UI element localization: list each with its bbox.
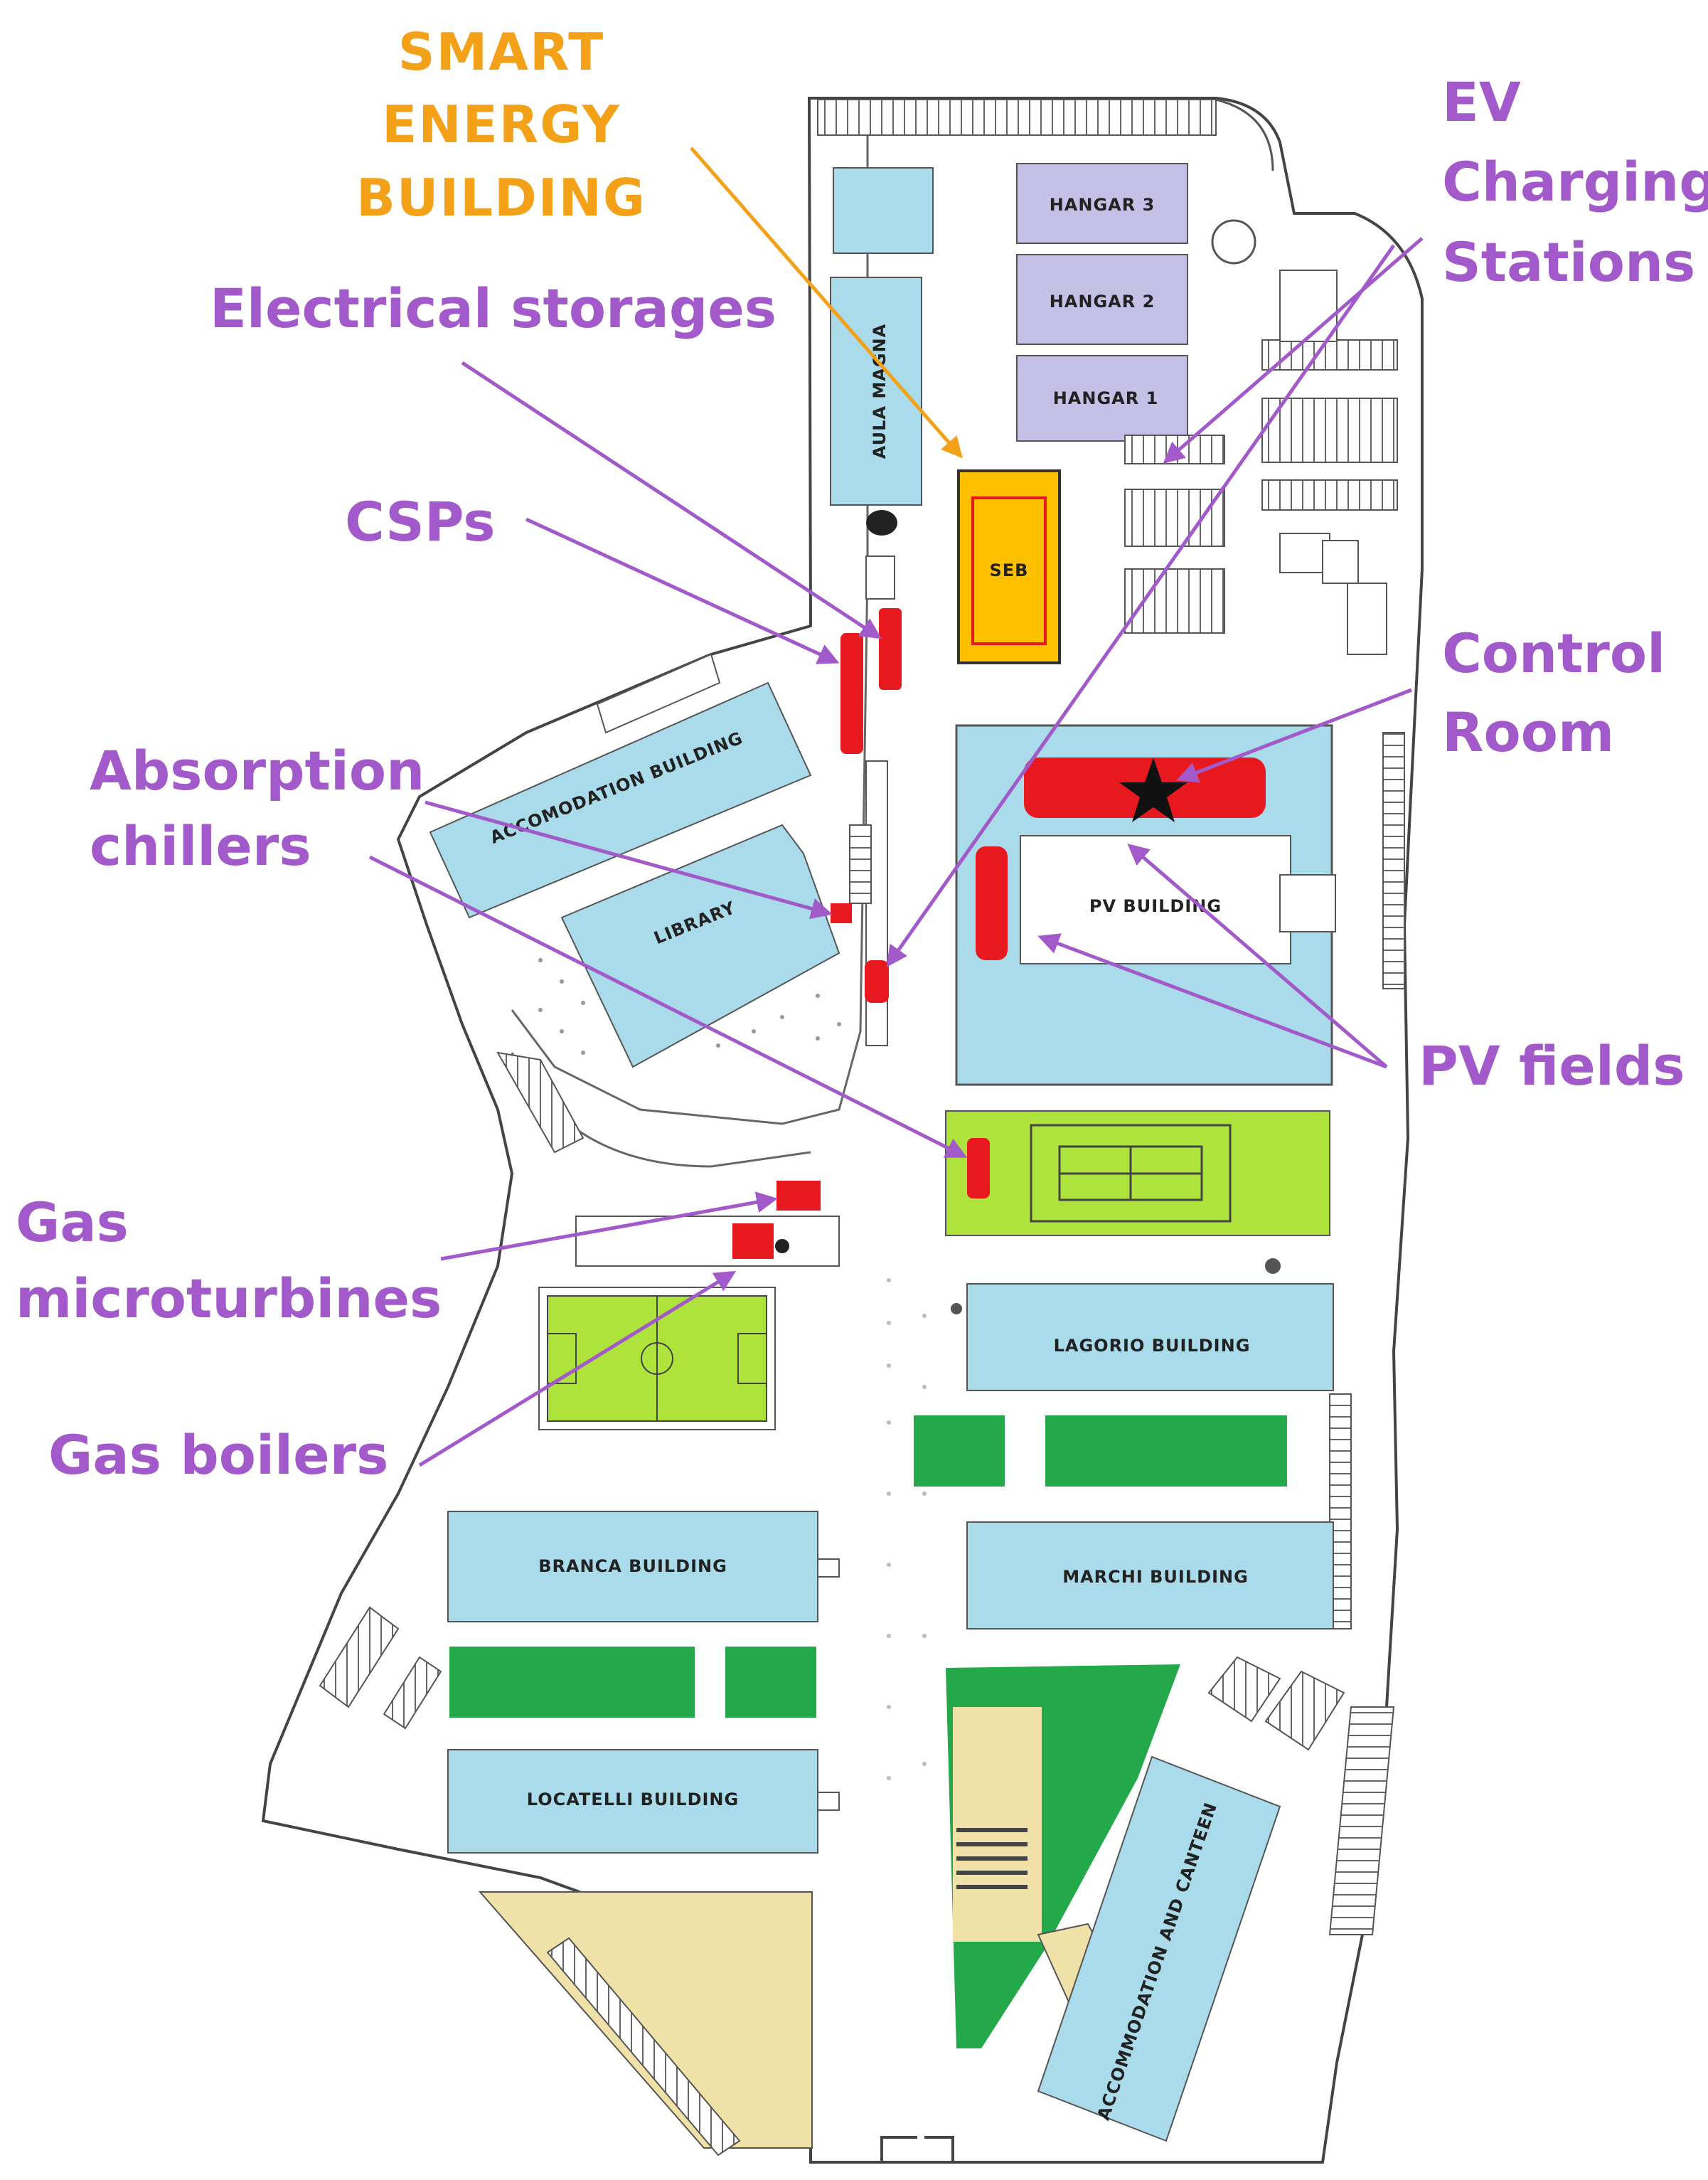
gas-microturbine-red	[776, 1181, 821, 1211]
hangar-1-label: HANGAR 1	[1053, 388, 1159, 408]
hangar-1	[1016, 355, 1188, 442]
service-strip	[849, 824, 872, 904]
aula-magna-label: AULA MAGNA	[870, 324, 890, 459]
aula-magna-entrance	[866, 510, 897, 536]
parking-left	[319, 1606, 400, 1708]
football-box-left	[547, 1333, 577, 1384]
hangar-2-label: HANGAR 2	[1050, 292, 1155, 312]
gate	[880, 2136, 954, 2162]
callout-gas-boilers: Gas boilers	[48, 1423, 388, 1487]
accommodation-canteen	[1037, 1755, 1281, 2142]
marchi-building-label: MARCHI BUILDING	[1062, 1567, 1249, 1587]
gas-boiler-red	[732, 1223, 774, 1259]
callout-control-2: Room	[1442, 701, 1614, 764]
parking-lot	[1329, 1393, 1352, 1629]
branca-building-label: BRANCA BUILDING	[538, 1556, 727, 1576]
parking-right-bottom	[1207, 1656, 1281, 1723]
parking-right-bottom	[1264, 1670, 1345, 1751]
callout-absorption-1: Absorption	[90, 739, 425, 802]
pv-field-red	[976, 846, 1008, 960]
garden-benches	[956, 1828, 1028, 1889]
road-dots	[887, 1278, 927, 1780]
parking-block	[1322, 540, 1359, 584]
marchi-building	[966, 1521, 1334, 1629]
parking-curve	[1215, 98, 1274, 171]
gas-area	[575, 1216, 840, 1267]
aula-magna	[830, 277, 922, 506]
callout-absorption-2: chillers	[90, 814, 311, 878]
seb-title-line-1: SMART	[398, 22, 605, 82]
callout-ev-2: Charging	[1442, 150, 1708, 213]
callout-arrows	[368, 237, 1424, 1467]
branca-annex	[817, 1558, 840, 1578]
callout-gas-micro-2: microturbines	[16, 1267, 442, 1330]
building-top-small	[833, 167, 934, 254]
tennis-court-outer	[1030, 1124, 1232, 1223]
garden-sand	[953, 1707, 1042, 1942]
seb-inner	[971, 496, 1047, 645]
parking-lot	[1124, 568, 1225, 634]
callout-gas-micro-1: Gas	[16, 1191, 129, 1254]
seb-title-line-3: BUILDING	[356, 168, 646, 228]
csp-red	[840, 633, 863, 754]
electrical-storage-red	[879, 608, 902, 690]
green-area	[914, 1415, 1005, 1487]
pv-building	[1020, 835, 1291, 964]
football-center	[641, 1342, 673, 1375]
callout-pv-fields: PV fields	[1419, 1034, 1685, 1097]
hangar-3-label: HANGAR 3	[1050, 195, 1155, 215]
green-area	[1045, 1415, 1287, 1487]
tree-dots-left	[538, 958, 841, 1055]
parking-right-edge	[1328, 1706, 1395, 1935]
lagorio-dot	[951, 1303, 962, 1314]
callout-ev-3: Stations	[1442, 230, 1695, 294]
service-strip	[865, 555, 895, 600]
lagorio-building	[966, 1283, 1334, 1391]
locatelli-building-label: LOCATELLI BUILDING	[527, 1790, 739, 1809]
pv-building-notch	[1279, 874, 1336, 932]
callout-electrical-storages: Electrical storages	[210, 277, 776, 340]
lagorio-dot	[1265, 1258, 1281, 1274]
branca-building	[447, 1511, 818, 1622]
parking-lot	[1124, 435, 1225, 464]
parking-lot	[1261, 479, 1398, 511]
accommodation-building	[429, 681, 812, 919]
parking-accomodation	[596, 653, 721, 734]
seb-title-line-2: ENERGY	[382, 95, 621, 154]
seb-arrow	[690, 147, 963, 459]
callout-csps: CSPs	[345, 490, 496, 553]
locatelli-annex	[817, 1792, 840, 1811]
parking-left	[496, 1051, 585, 1154]
parking-top	[817, 99, 1217, 136]
parking-left	[383, 1656, 442, 1730]
parking-lot	[1382, 732, 1405, 989]
lagorio-building-label: LAGORIO BUILDING	[1054, 1336, 1251, 1356]
roundabout	[1211, 219, 1256, 265]
ev-station-red	[865, 960, 889, 1003]
hangar-2	[1016, 254, 1188, 345]
absorption-chiller-red	[967, 1138, 990, 1198]
seb-label: SEB	[990, 560, 1029, 580]
green-area	[449, 1647, 695, 1718]
inner-road	[511, 128, 869, 1125]
parking-block	[1347, 583, 1387, 655]
gas-boiler-fixture	[775, 1239, 789, 1253]
callout-ev-1: EV	[1442, 70, 1521, 134]
callout-control-1: Control	[1442, 622, 1665, 685]
parking-bottom-diagonal	[546, 1937, 741, 2157]
sand-area	[478, 1891, 813, 2149]
football-box-right	[737, 1333, 767, 1384]
parking-lot	[1261, 398, 1398, 463]
parking-lot	[1124, 489, 1225, 547]
green-area	[725, 1647, 816, 1718]
star-icon	[1119, 757, 1187, 822]
absorption-chiller-small	[831, 903, 852, 923]
hangar-3	[1016, 163, 1188, 244]
parking-lot	[1261, 339, 1398, 371]
parking-block	[1279, 270, 1338, 342]
